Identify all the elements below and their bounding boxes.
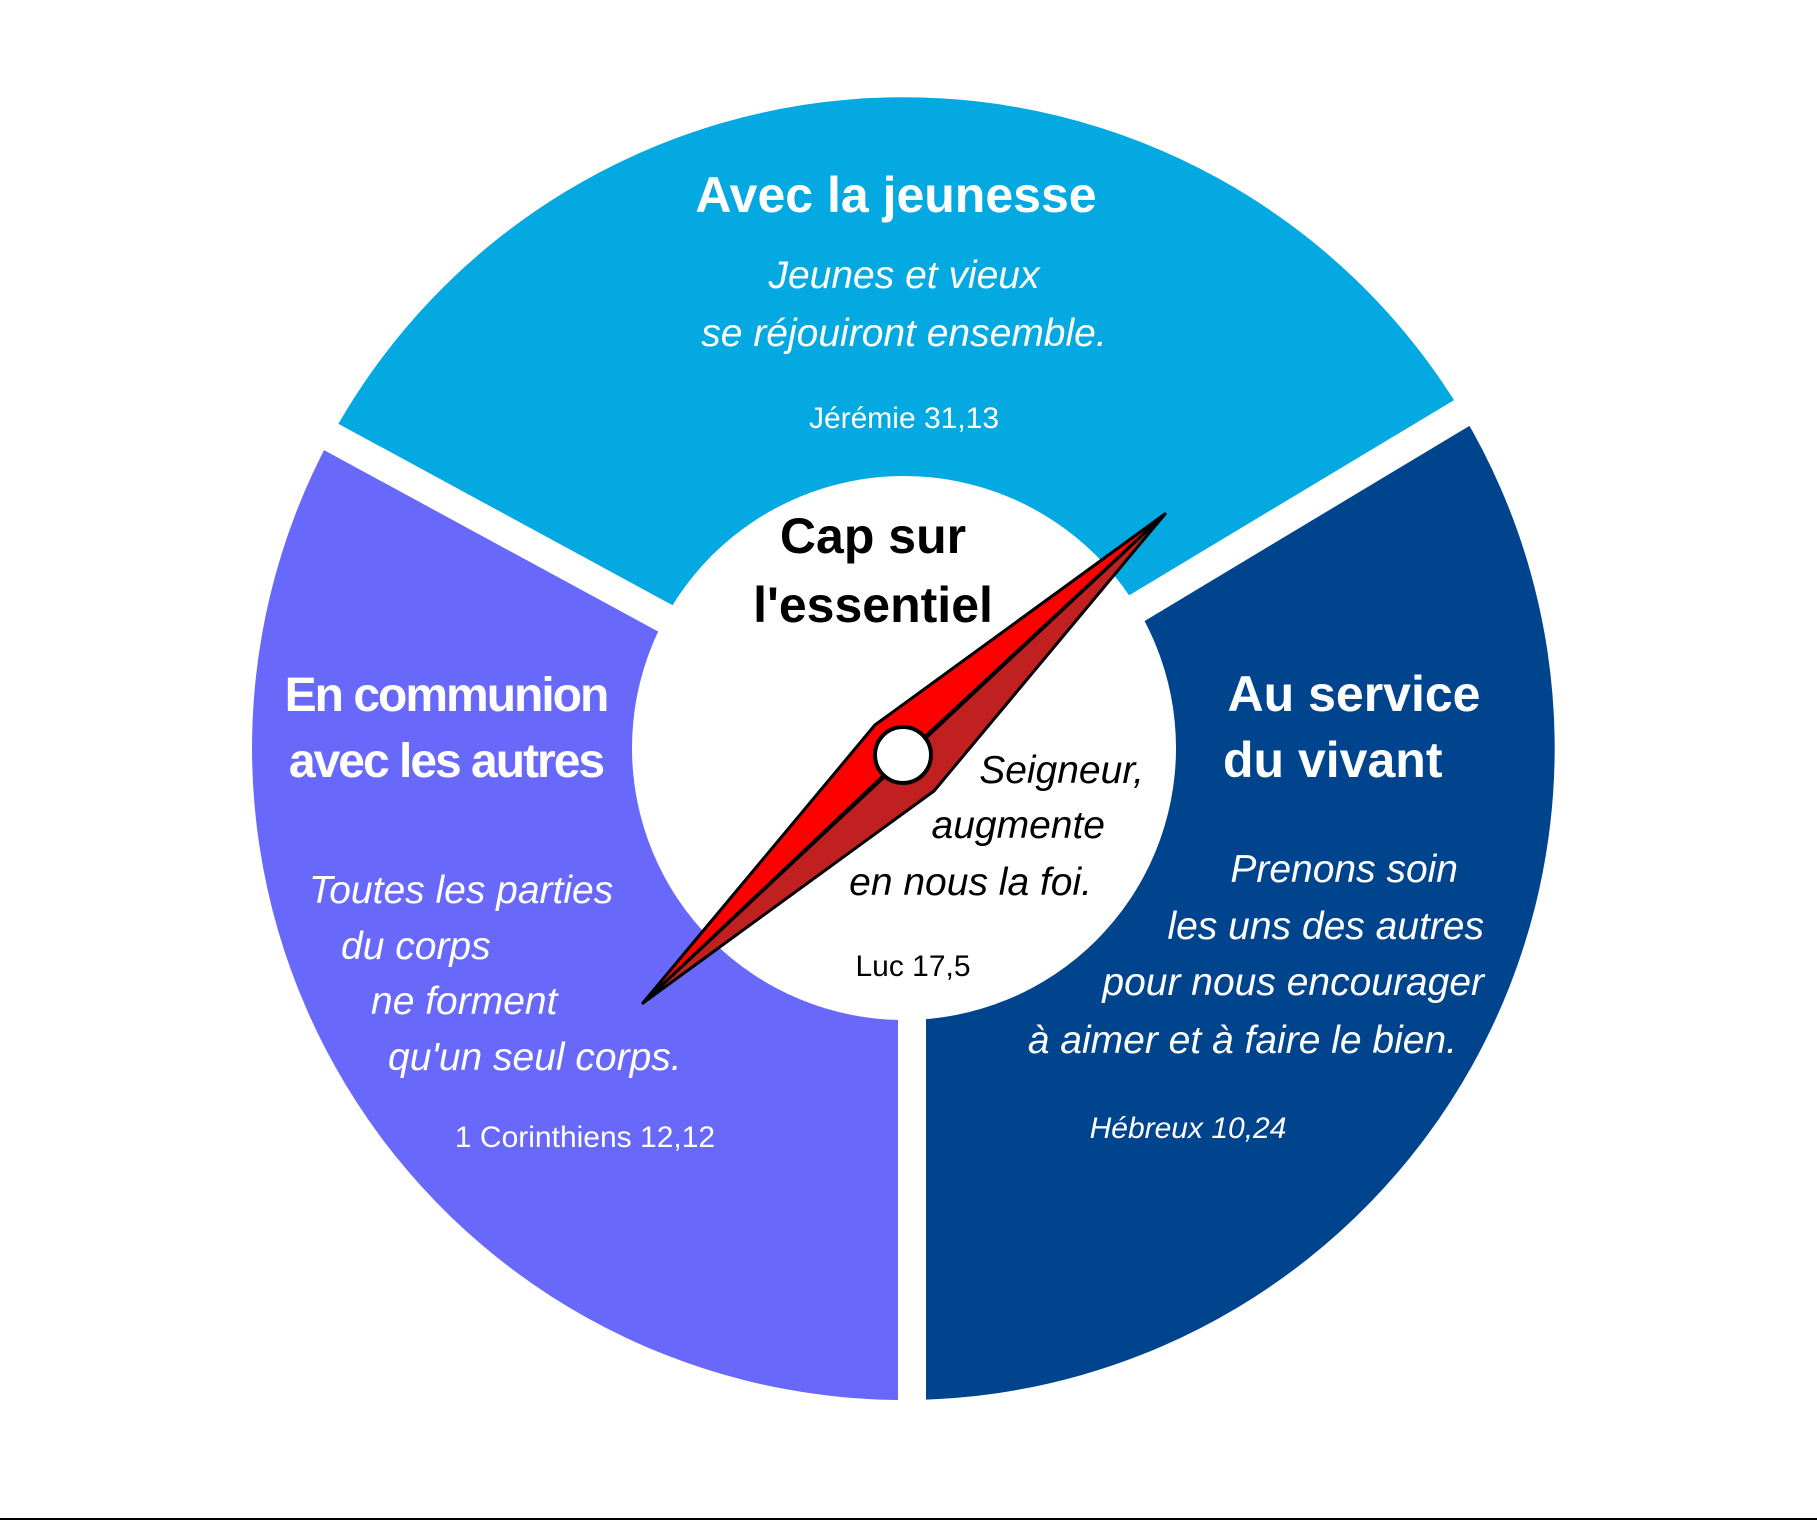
top-title: Avec la jeunesse: [695, 167, 1096, 223]
center-quote-line: augmente: [932, 804, 1105, 847]
top-quote-line: Jeunes et vieux: [767, 254, 1041, 297]
left-title-line: avec les autres: [289, 735, 604, 788]
compass-needle-icon: [641, 512, 1167, 1005]
left-quote-line: ne forment: [371, 980, 560, 1023]
left-reference: 1 Corinthiens 12,12: [455, 1121, 715, 1154]
center-quote-line: en nous la foi.: [849, 861, 1092, 904]
left-title-line: En communion: [285, 669, 608, 722]
top-quote-line: se réjouiront ensemble.: [701, 312, 1106, 355]
right-title-line: Au service: [1228, 666, 1481, 722]
right-quote-line: les uns des autres: [1167, 905, 1484, 948]
right-quote-line: à aimer et à faire le bien.: [1028, 1019, 1457, 1062]
center-quote-line: Seigneur,: [979, 749, 1144, 792]
center-title-line: l'essentiel: [753, 577, 993, 633]
top-reference: Jérémie 31,13: [809, 402, 999, 435]
right-title-line: du vivant: [1223, 732, 1443, 788]
center-title-line: Cap sur: [780, 508, 966, 564]
right-reference: Hébreux 10,24: [1090, 1112, 1287, 1145]
left-quote-line: qu'un seul corps.: [388, 1036, 682, 1079]
left-quote-line: du corps: [341, 925, 491, 968]
right-quote-line: Prenons soin: [1230, 848, 1458, 891]
center-reference: Luc 17,5: [855, 950, 970, 983]
left-quote-line: Toutes les parties: [309, 869, 613, 912]
needle-hub: [873, 725, 933, 785]
right-quote-line: pour nous encourager: [1101, 961, 1486, 1004]
